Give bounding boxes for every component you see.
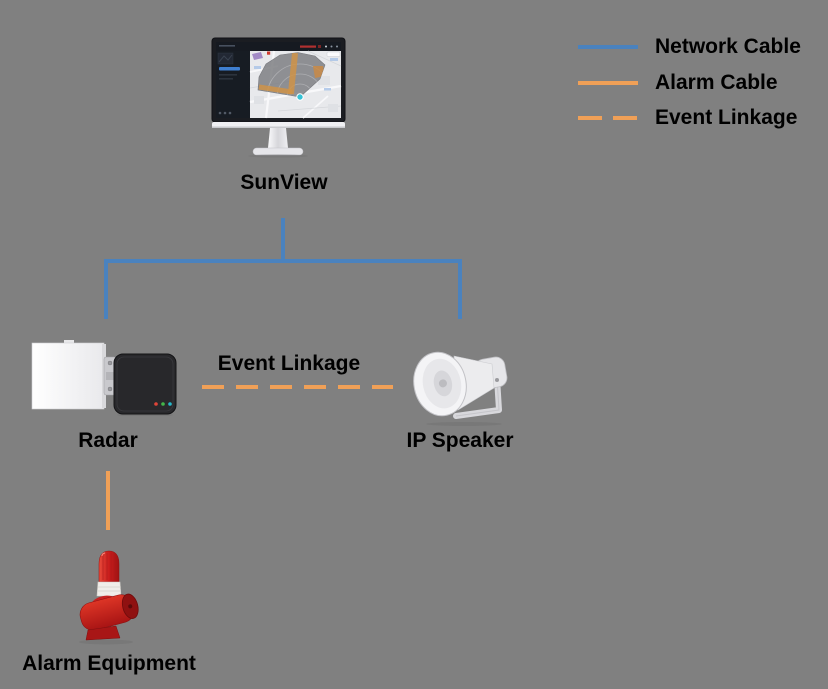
radar-device-icon [28,332,180,416]
alarm-cable-legend-swatch [578,81,638,85]
legend-label-network-cable: Network Cable [655,35,801,58]
event-linkage-label: Event Linkage [217,352,361,375]
legend-label-alarm-cable: Alarm Cable [655,71,778,94]
event-linkage-dashed-line [202,385,393,389]
legend-item-alarm-cable: Alarm Cable [578,71,778,95]
legend-label-event-linkage: Event Linkage [655,106,798,129]
ip-speaker-label: IP Speaker [406,429,514,452]
network-cable-vertical-center [281,218,285,263]
alarm-equipment-label: Alarm Equipment [22,652,196,675]
network-cable-horizontal [104,259,462,263]
ip-speaker-icon [404,344,524,428]
sunview-label: SunView [240,171,328,194]
alarm-beacon-icon [68,546,152,646]
network-cable-legend-swatch [578,45,638,49]
radar-label: Radar [78,429,138,452]
legend-item-event-linkage: Event Linkage [578,106,797,130]
network-cable-vertical-right [458,259,462,319]
network-cable-vertical-left [104,259,108,319]
sunview-monitor-icon [208,36,348,158]
event-linkage-legend-swatch [578,116,638,120]
alarm-cable-line [106,471,110,530]
legend-item-network-cable: Network Cable [578,35,801,59]
